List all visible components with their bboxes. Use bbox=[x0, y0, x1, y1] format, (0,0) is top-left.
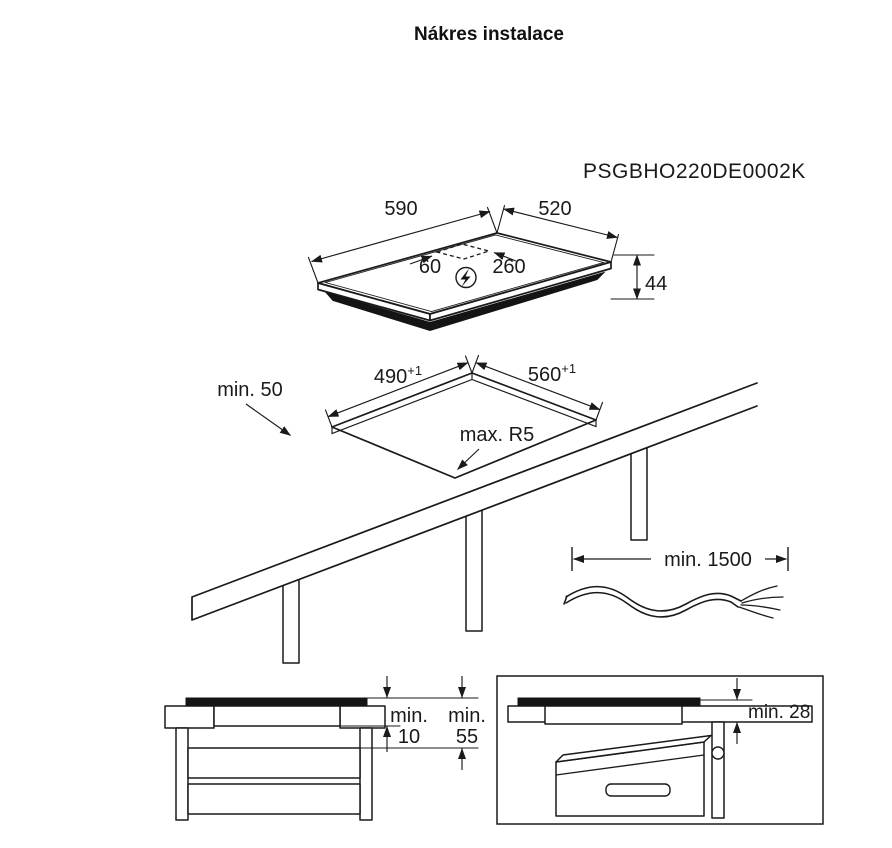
oven-knob bbox=[711, 746, 725, 760]
cable-wave bbox=[563, 585, 742, 618]
dim-560-line bbox=[475, 362, 601, 411]
corner-radius-arrow bbox=[457, 448, 480, 470]
dim-560-extensions bbox=[471, 354, 604, 421]
dim-520: 520 bbox=[496, 198, 620, 263]
hob-edge-right bbox=[429, 261, 612, 322]
page-title: Nákres instalace bbox=[414, 24, 564, 45]
dim-490: 490+1 bbox=[324, 355, 473, 428]
corner-radius-label: max. R5 bbox=[460, 424, 534, 446]
cutout-depth-label: 490+1 bbox=[374, 363, 422, 388]
hob-isometric-view: 60 260 590 520 44 bbox=[307, 198, 667, 332]
oven-door-top-line bbox=[555, 754, 705, 776]
depth-value: 55 bbox=[456, 726, 478, 748]
dim-590-line bbox=[311, 210, 491, 263]
hob-glass-section-2 bbox=[517, 697, 701, 707]
drawer-bottom bbox=[187, 783, 361, 815]
oven-clearance-view: min. 28 bbox=[496, 675, 824, 825]
drawer-top bbox=[187, 747, 361, 779]
table-legs bbox=[282, 447, 648, 664]
hob-body-band bbox=[324, 271, 606, 332]
cutout-width-tolerance: +1 bbox=[561, 361, 576, 376]
gap-value: 10 bbox=[398, 726, 420, 748]
side-clearance-arrow bbox=[245, 403, 291, 436]
depth-label-prefix: min. bbox=[448, 705, 486, 727]
oven-top bbox=[555, 734, 712, 763]
hob-body-section-2 bbox=[544, 705, 683, 725]
cable-wire-strands bbox=[738, 585, 784, 619]
terminal-arrow-right bbox=[493, 251, 517, 262]
cutout-width-label: 560+1 bbox=[528, 361, 576, 386]
view-frame bbox=[496, 675, 824, 825]
cutout-width-value: 560 bbox=[528, 364, 561, 386]
hob-height-label: 44 bbox=[645, 273, 667, 295]
cable-length-view: min. 1500 bbox=[563, 547, 789, 619]
cutout-depth-value: 490 bbox=[374, 366, 407, 388]
hob-glass-section bbox=[185, 697, 368, 707]
dim-560: 560+1 bbox=[471, 354, 604, 421]
cabinet-panel-right bbox=[359, 727, 373, 821]
hob-width-label: 590 bbox=[384, 198, 417, 220]
dim-490-line bbox=[327, 362, 469, 418]
counter-right bbox=[339, 705, 386, 729]
cabinet-panel-left bbox=[175, 727, 189, 821]
dim-44: 44 bbox=[610, 254, 667, 300]
lightning-icon bbox=[460, 268, 471, 287]
side-clearance-label: min. 50 bbox=[217, 379, 283, 401]
model-code: PSGBHO220DE0002K bbox=[583, 160, 806, 183]
hob-depth-label: 520 bbox=[538, 198, 571, 220]
oven-handle bbox=[605, 783, 671, 797]
oven-clearance-label: min. 28 bbox=[748, 702, 810, 723]
worktop-front-band bbox=[191, 382, 758, 621]
hob-body-section bbox=[213, 705, 341, 727]
cable-dim-end-bars bbox=[571, 547, 789, 571]
drawer-clearance-view: min. 10 min. 55 bbox=[164, 676, 486, 821]
cutout-depth-tolerance: +1 bbox=[407, 363, 422, 378]
gap-label-prefix: min. bbox=[390, 705, 428, 727]
terminal-width-label: 260 bbox=[492, 256, 525, 278]
dim-520-line bbox=[503, 207, 618, 239]
cable-length-label: min. 1500 bbox=[664, 549, 752, 571]
terminal-offset-label: 60 bbox=[419, 256, 441, 278]
counter-left bbox=[164, 705, 215, 729]
cabinet-panel bbox=[711, 721, 725, 819]
worktop-cutout-view: 490+1 560+1 min. 50 max. R5 bbox=[191, 354, 758, 664]
dim-590: 590 bbox=[307, 198, 498, 284]
dim-490-extensions bbox=[324, 355, 473, 428]
